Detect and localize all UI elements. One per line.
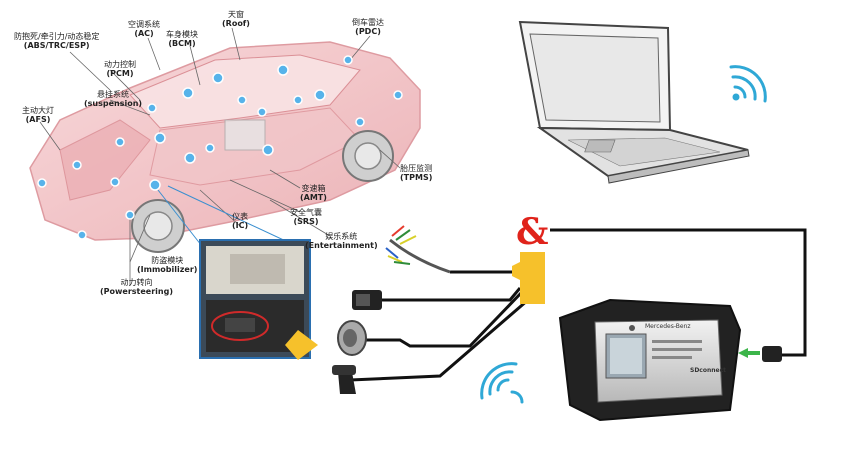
label-bcm: 车身模块(BCM)	[166, 30, 198, 48]
leader-lines	[39, 27, 401, 286]
label-abs: 防抱死/牵引力/动态稳定(ABS/TRC/ESP)	[14, 32, 100, 50]
device-plug-icon	[762, 346, 782, 362]
wifi-signal-icon	[729, 65, 767, 103]
arrow-connectors-icon	[512, 252, 545, 304]
label-srs: 安全气囊(SRS)	[290, 208, 322, 226]
label-pcm: 动力控制(PCM)	[104, 60, 136, 78]
label-powersteering: 动力转向(Powersteering)	[100, 278, 173, 296]
label-tpms: 胎压监测(TPMS)	[400, 164, 433, 182]
label-roof: 天窗(Roof)	[222, 10, 250, 28]
arrow-device-icon	[738, 348, 760, 358]
elbow-connector-icon	[332, 365, 356, 394]
laptop-icon	[518, 20, 750, 184]
label-afs: 主动大灯(AFS)	[22, 106, 54, 124]
label-ac: 空调系统(AC)	[128, 20, 160, 38]
arrow-obd-icon	[285, 330, 318, 360]
wheel-front-icon	[131, 199, 185, 253]
connector-ampersand: &	[516, 211, 549, 253]
label-suspension: 悬挂系统(suspension)	[84, 90, 143, 108]
diagnostic-device-icon	[558, 298, 742, 422]
obd-connector-icon	[352, 290, 382, 310]
label-amt: 变速箱(AMT)	[300, 184, 327, 202]
label-ic: 仪表(IC)	[232, 212, 249, 230]
wifi-signal-icon-2	[480, 362, 524, 404]
car-illustration	[29, 27, 421, 286]
wheel-rear-icon	[342, 130, 394, 182]
device-brand: Mercedes-Benz	[645, 323, 691, 330]
label-entertainment: 娱乐系统(Entertainment)	[305, 232, 378, 250]
device-product: SDconnect	[690, 367, 727, 374]
round-connector-icon	[337, 320, 367, 356]
sensor-wires-icon	[385, 225, 451, 274]
label-immobilizer: 防盗模块(Immobilizer)	[137, 256, 198, 274]
system-nodes	[37, 55, 403, 240]
label-pdc: 倒车雷达(PDC)	[352, 18, 384, 36]
